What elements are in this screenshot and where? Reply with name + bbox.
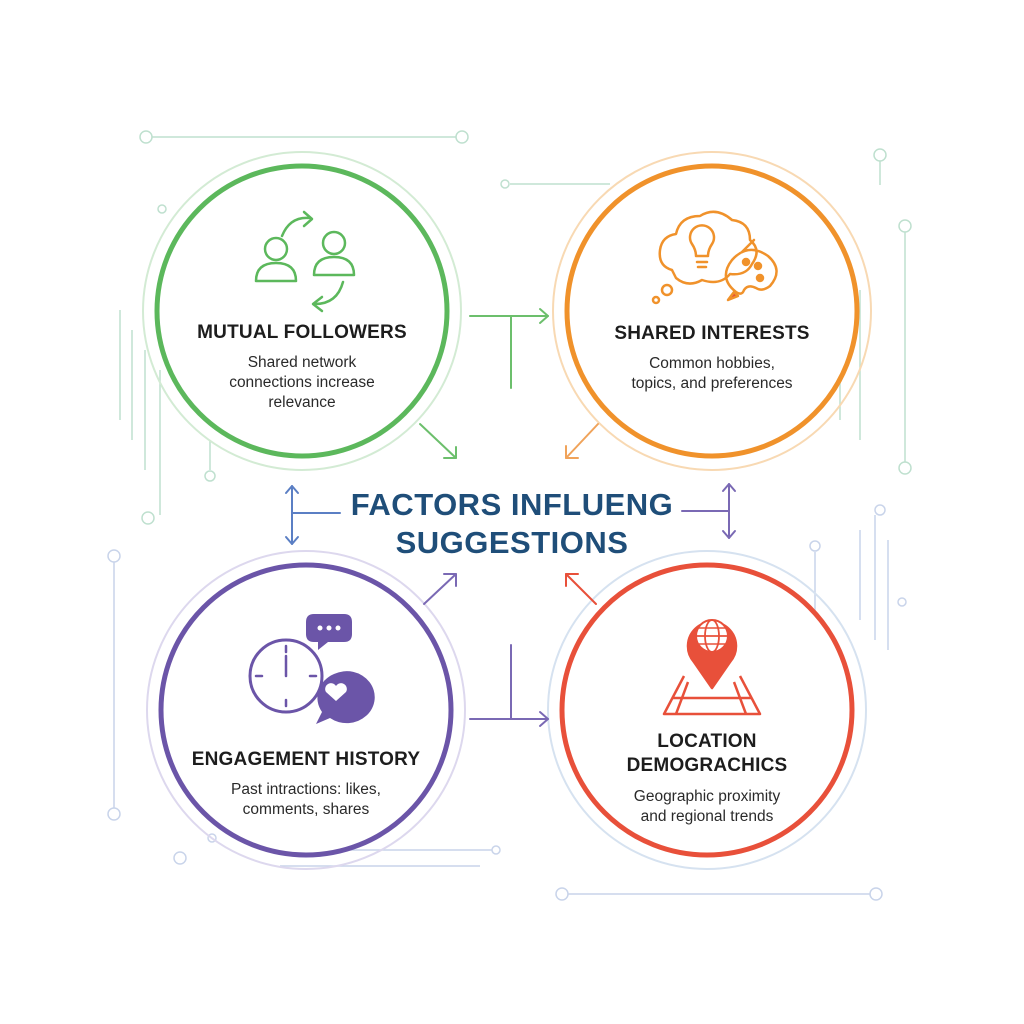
map-pin-globe-icon bbox=[662, 619, 762, 716]
center-title: FACTORS INFLUENG SUGGESTIONS bbox=[312, 486, 712, 562]
circuit-decoration-lower bbox=[107, 504, 907, 901]
engagement-history-circle bbox=[146, 550, 466, 870]
mutual-followers-title: MUTUAL FOLLOWERS bbox=[197, 322, 407, 343]
shared-interests-desc: Common hobbies, topics, and preferences bbox=[592, 354, 832, 394]
clock-chat-heart-icon bbox=[248, 614, 375, 724]
desc-line: relevance bbox=[268, 394, 336, 411]
desc-line: Geographic proximity bbox=[633, 788, 781, 805]
desc-line: connections increase bbox=[229, 374, 375, 391]
title-line: DEMOGRACHICS bbox=[626, 755, 788, 776]
center-title-line1: FACTORS INFLUENG bbox=[350, 487, 674, 522]
mutual-followers-circle bbox=[142, 151, 462, 471]
location-demographics-circle bbox=[547, 550, 867, 870]
location-demographics-title: LOCATION DEMOGRACHICS bbox=[587, 730, 827, 778]
engagement-history-desc: Past intractions: likes, comments, share… bbox=[176, 780, 436, 820]
desc-line: topics, and preferences bbox=[631, 375, 793, 392]
title-line: LOCATION bbox=[657, 731, 757, 752]
circuit-decoration bbox=[119, 130, 912, 525]
desc-line: Common hobbies, bbox=[649, 355, 775, 372]
connector-arrows bbox=[285, 308, 736, 727]
center-title-line2: SUGGESTIONS bbox=[395, 525, 629, 560]
engagement-history-title: ENGAGEMENT HISTORY bbox=[191, 749, 421, 770]
desc-line: Past intractions: likes, bbox=[231, 781, 381, 798]
mutual-followers-desc: Shared network connections increase rele… bbox=[182, 353, 422, 413]
shared-interests-title: SHARED INTERESTS bbox=[614, 323, 810, 344]
shared-interests-circle bbox=[552, 151, 872, 471]
desc-line: Shared network bbox=[247, 354, 357, 371]
desc-line: comments, shares bbox=[242, 801, 370, 818]
people-exchange-icon bbox=[254, 210, 356, 313]
desc-line: and regional trends bbox=[640, 808, 774, 825]
lightbulb-palette-icon bbox=[651, 210, 778, 305]
location-demographics-desc: Geographic proximity and regional trends bbox=[587, 787, 827, 827]
